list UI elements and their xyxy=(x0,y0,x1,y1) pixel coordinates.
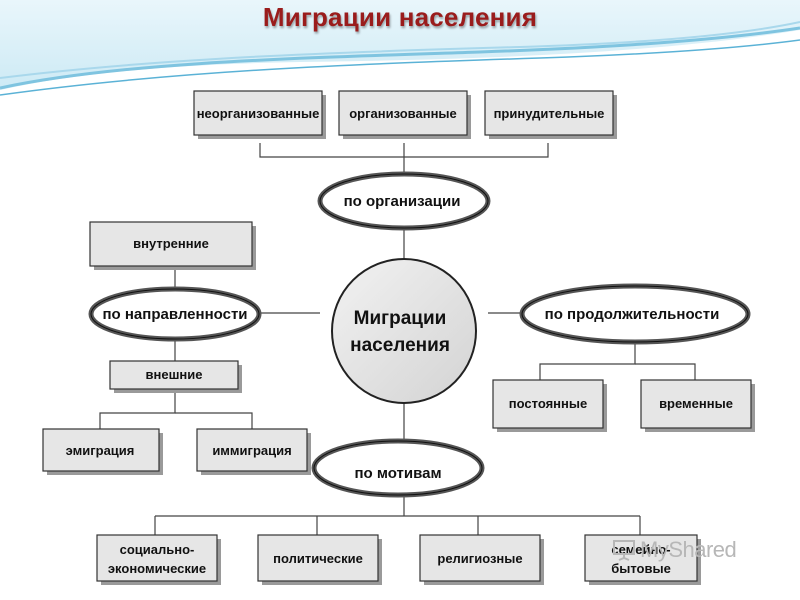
center-node-line1: Миграции xyxy=(354,308,447,329)
category-duration-label: по продолжительности xyxy=(545,306,720,323)
duration-box-permanent: постоянные xyxy=(492,379,607,432)
watermark: MyShared xyxy=(612,537,737,563)
watermark-text: MyShared xyxy=(640,537,737,562)
center-node: Миграции населения xyxy=(331,258,477,404)
duration-box-temporary-label: временные xyxy=(659,396,733,411)
motive-box-religious-label: религиозные xyxy=(437,551,522,566)
type-box-unorganized-label: неорганизованные xyxy=(197,106,320,121)
external-box-immigration: иммиграция xyxy=(196,428,311,475)
category-duration: по продолжительности xyxy=(519,283,751,345)
motive-box-socioeconomic-line1: социально- xyxy=(120,542,195,557)
direction-box-internal: внутренние xyxy=(89,221,256,270)
slide-title: Миграции населения xyxy=(262,2,538,32)
external-box-immigration-label: иммиграция xyxy=(212,443,291,458)
type-box-organized-label: организованные xyxy=(349,106,457,121)
presentation-icon xyxy=(613,540,635,561)
direction-box-external: внешние xyxy=(109,360,242,393)
motive-box-religious: религиозные xyxy=(419,534,544,585)
motive-box-socioeconomic: социально- экономические xyxy=(96,534,221,585)
motive-box-political-label: политические xyxy=(273,551,363,566)
center-node-line2: населения xyxy=(350,335,450,356)
type-box-unorganized: неорганизованные xyxy=(193,90,326,139)
duration-box-permanent-label: постоянные xyxy=(509,396,587,411)
category-direction: по направленности xyxy=(88,286,262,342)
connectors xyxy=(99,143,696,535)
duration-box-temporary: временные xyxy=(640,379,755,432)
type-box-forced-label: принудительные xyxy=(494,106,605,121)
type-box-forced: принудительные xyxy=(484,90,617,139)
header-decoration xyxy=(0,0,800,96)
category-direction-label: по направленности xyxy=(102,306,247,323)
category-motives: по мотивам xyxy=(311,438,485,498)
motive-box-family: семейно- бытовые xyxy=(584,534,701,585)
external-box-emigration: эмиграция xyxy=(42,428,163,475)
category-organization-label: по организации xyxy=(344,193,461,210)
category-motives-label: по мотивам xyxy=(354,465,441,482)
motive-box-political: политические xyxy=(257,534,382,585)
type-box-organized: организованные xyxy=(338,90,471,139)
direction-box-internal-label: внутренние xyxy=(133,236,209,251)
motive-box-socioeconomic-line2: экономические xyxy=(108,561,206,576)
external-box-emigration-label: эмиграция xyxy=(66,443,135,458)
direction-box-external-label: внешние xyxy=(146,367,203,382)
motive-box-family-line2: бытовые xyxy=(611,561,671,576)
category-organization: по организации xyxy=(317,171,491,231)
